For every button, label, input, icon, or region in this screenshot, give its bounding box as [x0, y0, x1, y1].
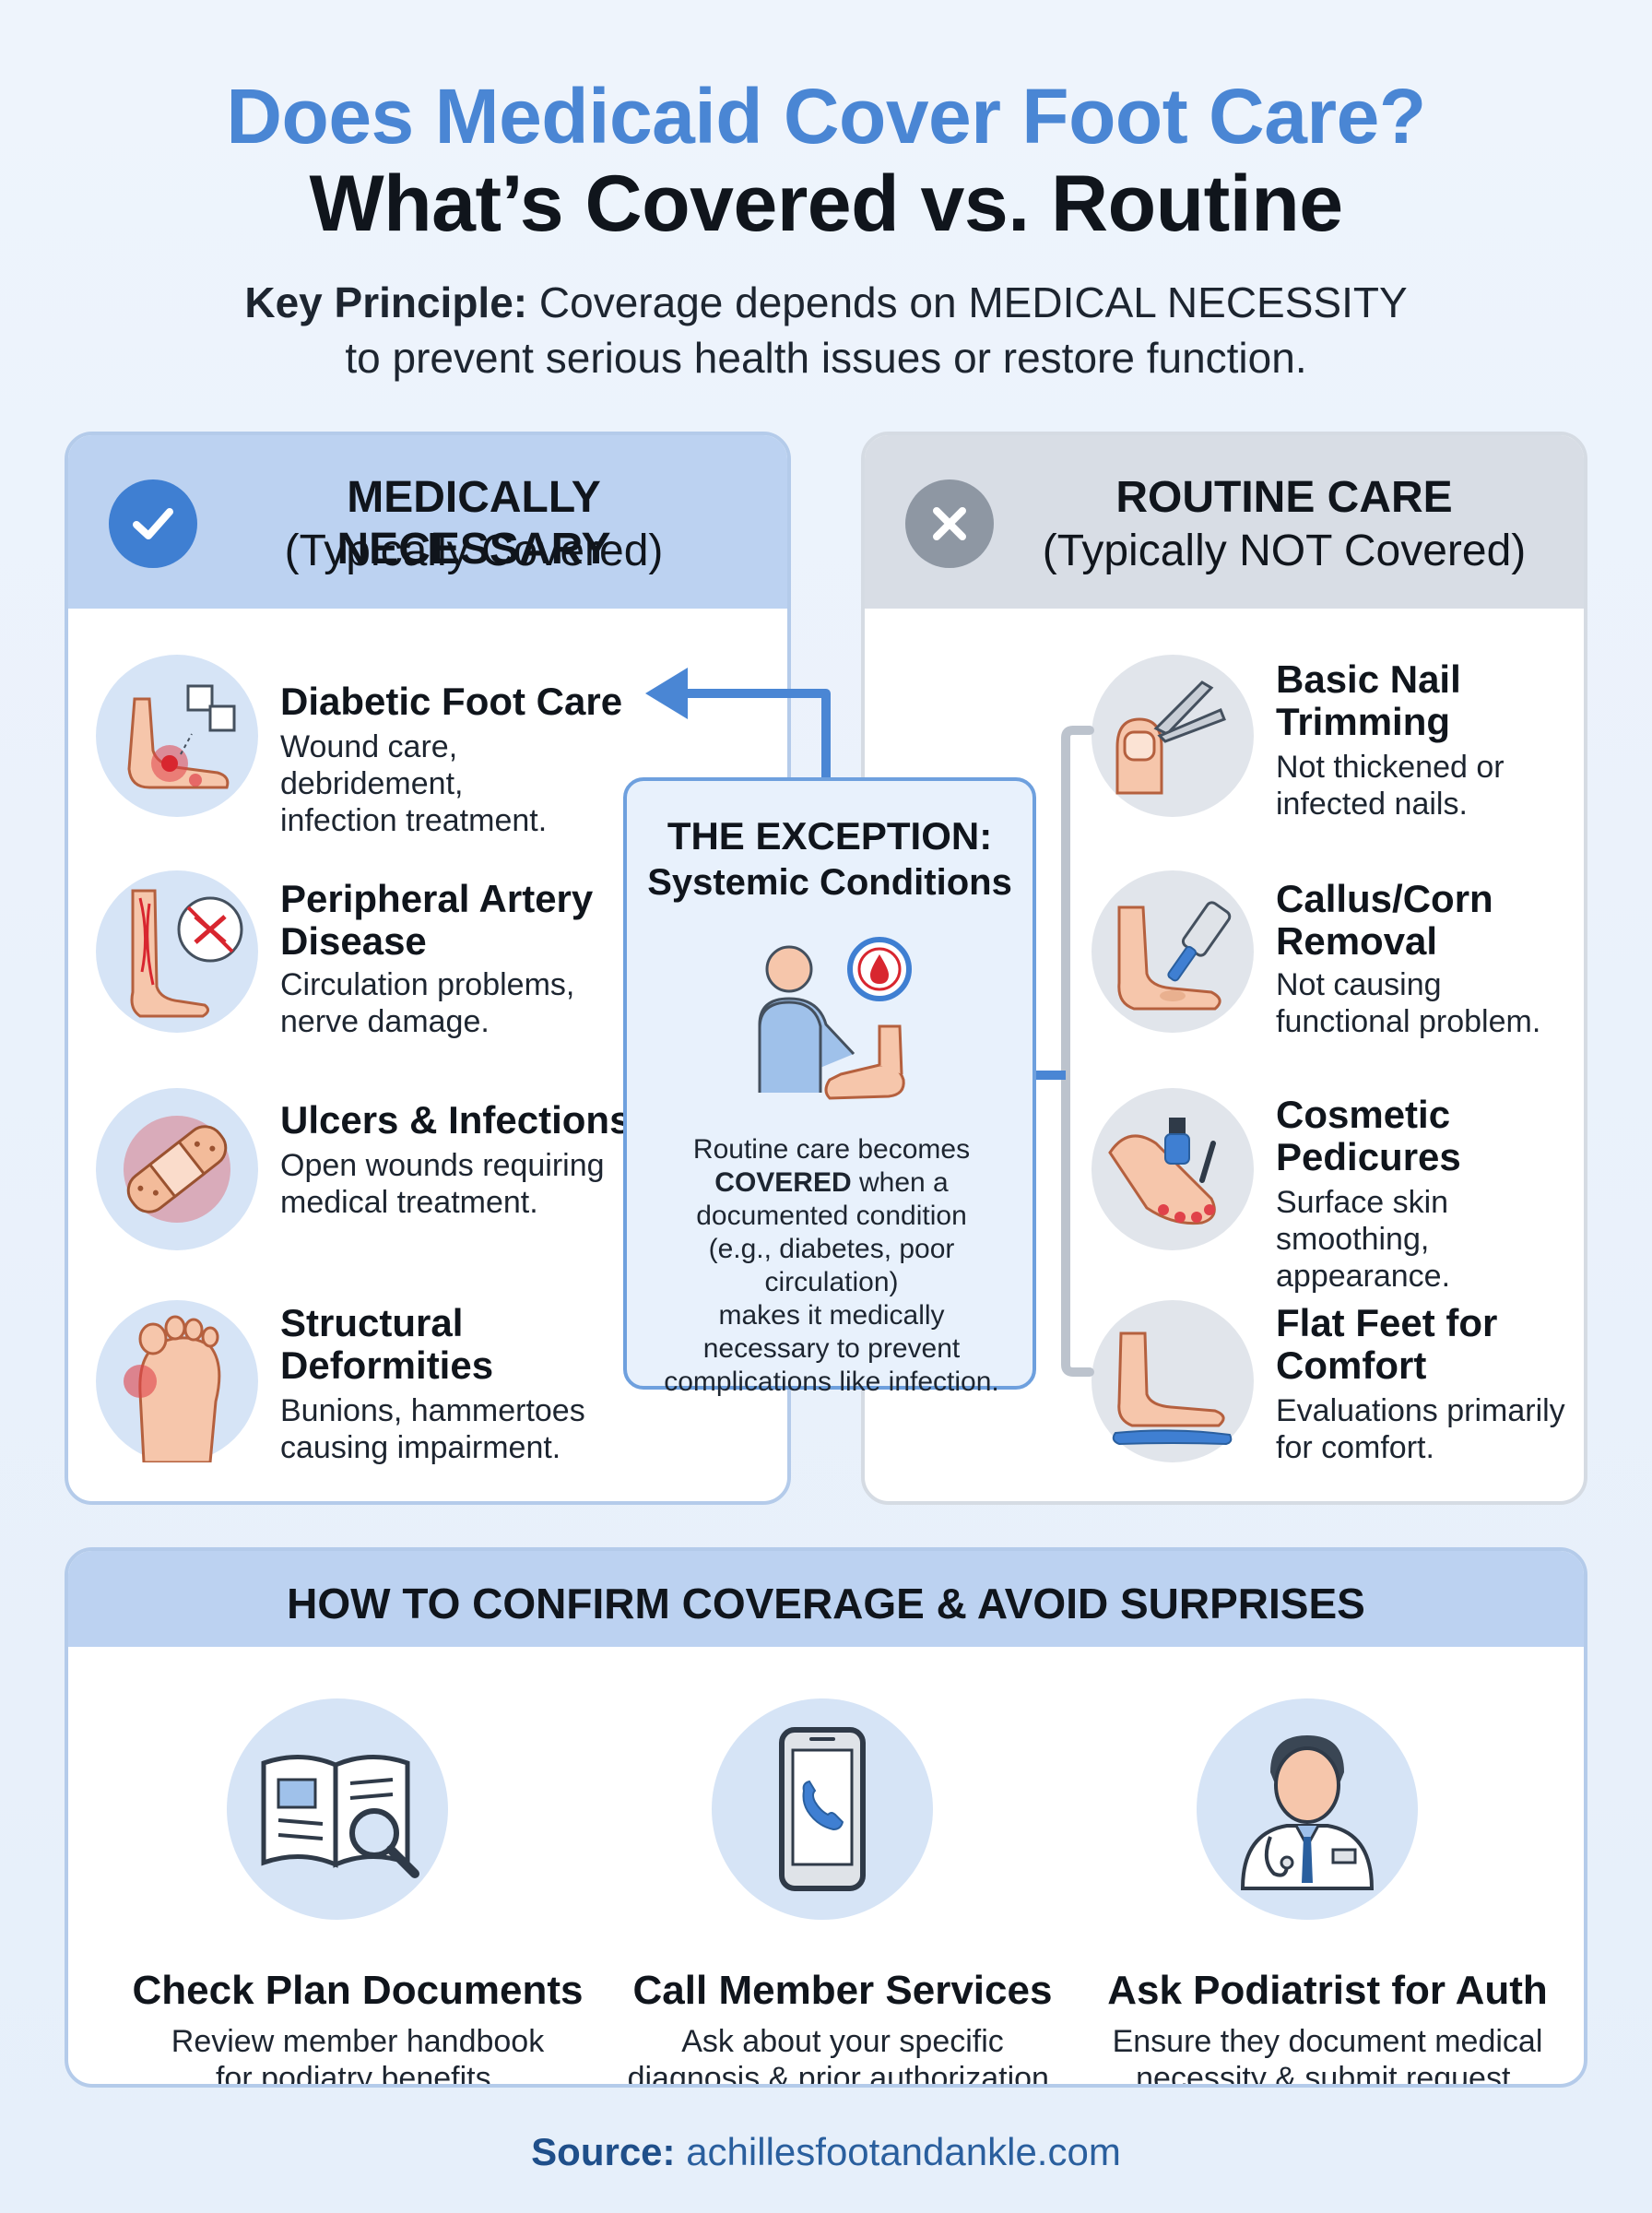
- item-name: Ulcers & Infections: [280, 1098, 631, 1142]
- item-name: Diabetic Foot Care: [280, 680, 623, 723]
- key-principle: Key Principle: Coverage depends on MEDIC…: [0, 275, 1652, 385]
- bandage-icon: [96, 1088, 258, 1250]
- handbook-search-icon: [227, 1698, 448, 1920]
- key-principle-label: Key Principle:: [244, 278, 528, 326]
- covered-subtitle: (Typically Covered): [284, 527, 664, 575]
- routine-subtitle: (Typically NOT Covered): [1042, 527, 1527, 575]
- key-principle-line1: Coverage depends on MEDICAL NECESSITY: [527, 278, 1408, 326]
- item-desc: Circulation problems,nerve damage.: [280, 967, 575, 1039]
- routine-title: ROUTINE CARE: [1115, 473, 1453, 522]
- step-name: Check Plan Documents: [132, 1968, 584, 2013]
- flat-foot-insole-icon: [1092, 1300, 1254, 1462]
- key-principle-line2: to prevent serious health issues or rest…: [345, 334, 1307, 382]
- step-ask-podiatrist: Ask Podiatrist for Auth Ensure they docu…: [1079, 1647, 1576, 2084]
- page-subtitle: What’s Covered vs. Routine: [309, 160, 1343, 248]
- doctor-foot-exam-icon: [741, 936, 926, 1120]
- foot-file-icon: [1092, 870, 1254, 1033]
- source-label: Source:: [531, 2130, 676, 2173]
- nail-clipper-icon: [1092, 655, 1254, 817]
- exception-box: THE EXCEPTION: Systemic Conditions Routi…: [623, 777, 1036, 1397]
- confirm-coverage-section: HOW TO CONFIRM COVERAGE & AVOID SURPRISE…: [65, 1547, 1587, 2088]
- x-mark-icon: [905, 479, 994, 568]
- source-credit: Source: achillesfootandankle.com: [0, 2130, 1652, 2174]
- checkmark-icon: [109, 479, 197, 568]
- step-name: Ask Podiatrist for Auth: [1107, 1968, 1548, 2013]
- list-item: Diabetic Foot Care Wound care, debrideme…: [96, 655, 622, 838]
- list-item: Ulcers & Infections Open wounds requirin…: [96, 1081, 631, 1265]
- covered-title: MEDICALLY NECESSARY: [336, 473, 611, 574]
- leg-circulation-icon: [96, 870, 258, 1033]
- covered-panel-header: MEDICALLY NECESSARY (Typically Covered): [68, 435, 787, 609]
- confirm-section-header: HOW TO CONFIRM COVERAGE & AVOID SURPRISE…: [68, 1551, 1584, 1647]
- exception-title: THE EXCEPTION:: [667, 814, 993, 858]
- confirm-section-title: HOW TO CONFIRM COVERAGE & AVOID SURPRISE…: [287, 1580, 1365, 1627]
- exception-body: Routine care becomes COVERED when a docu…: [664, 1134, 999, 1397]
- routine-panel: ROUTINE CARE (Typically NOT Covered) Bas…: [861, 432, 1587, 1505]
- covered-emphasis: COVERED: [714, 1167, 852, 1198]
- source-link[interactable]: achillesfootandankle.com: [675, 2130, 1121, 2173]
- phone-call-icon: [712, 1698, 933, 1920]
- diabetic-foot-icon: [96, 655, 258, 817]
- nail-polish-icon: [1092, 1088, 1254, 1250]
- exception-subtitle: Systemic Conditions: [647, 862, 1012, 903]
- step-check-plan-documents: Check Plan Documents Review member handb…: [109, 1647, 607, 2084]
- doctor-icon: [1197, 1698, 1418, 1920]
- item-desc: Wound care, debridement,infection treatm…: [280, 729, 548, 838]
- page-title: Does Medicaid Cover Foot Care?: [226, 73, 1426, 160]
- routine-panel-header: ROUTINE CARE (Typically NOT Covered): [865, 435, 1584, 609]
- bunion-foot-icon: [96, 1300, 258, 1464]
- step-call-member-services: Call Member Services Ask about your spec…: [594, 1647, 1092, 2084]
- step-name: Call Member Services: [632, 1968, 1053, 2013]
